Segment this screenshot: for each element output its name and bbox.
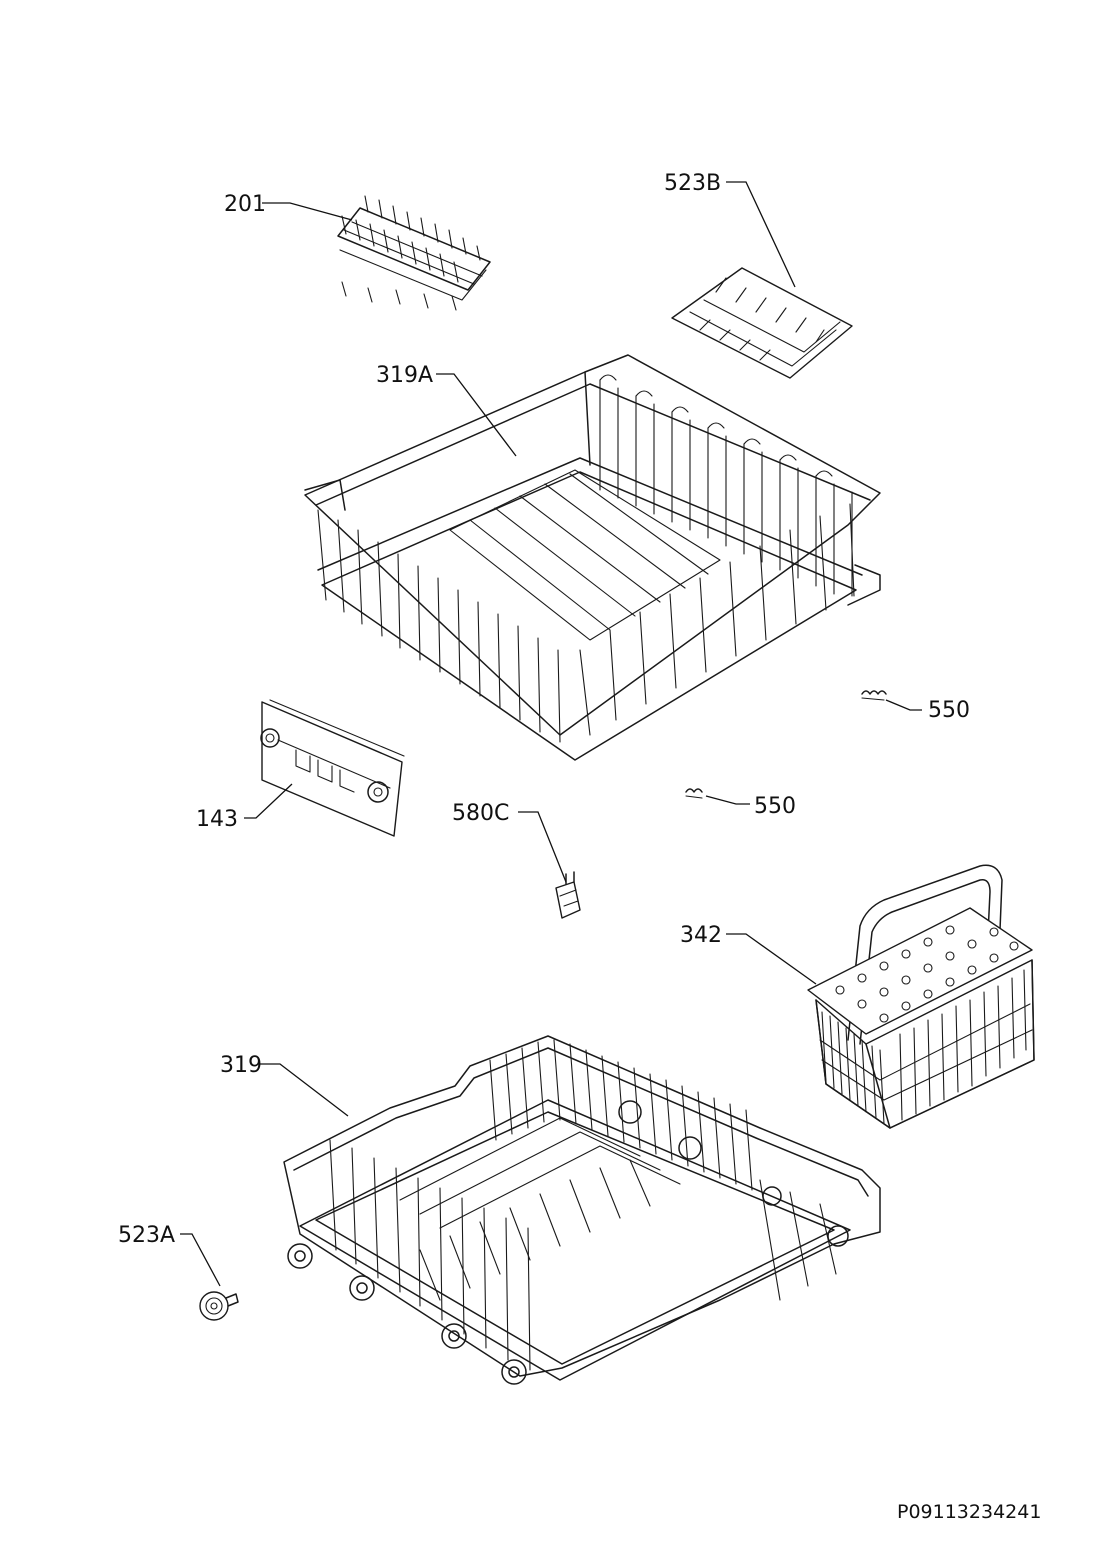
- part-319-lower-basket[interactable]: [283, 1035, 881, 1385]
- part-number-550-lower: 550: [754, 794, 796, 819]
- label-550-upper: 550: [885, 698, 970, 723]
- label-319: 319: [220, 1053, 349, 1117]
- part-550-clip-lower[interactable]: [685, 788, 703, 799]
- part-342-cutlery-basket[interactable]: [807, 864, 1035, 1129]
- document-code: P09113234241: [897, 1501, 1041, 1523]
- part-number-580C: 580C: [452, 801, 509, 826]
- label-143: 143: [196, 783, 293, 832]
- part-201-tine-insert[interactable]: [337, 195, 491, 311]
- label-550-lower: 550: [705, 794, 796, 819]
- part-number-143: 143: [196, 807, 238, 832]
- part-number-523A: 523A: [118, 1223, 175, 1248]
- part-number-550-upper: 550: [928, 698, 970, 723]
- part-580C-clip[interactable]: [555, 871, 581, 919]
- part-number-319: 319: [220, 1053, 262, 1078]
- label-319A: 319A: [376, 363, 517, 457]
- part-number-523B: 523B: [664, 171, 721, 196]
- label-523B: 523B: [664, 171, 796, 288]
- part-319A-upper-basket[interactable]: [304, 354, 881, 761]
- part-number-319A: 319A: [376, 363, 433, 388]
- label-580C: 580C: [452, 801, 567, 883]
- label-342: 342: [680, 923, 817, 985]
- label-201: 201: [224, 192, 353, 221]
- part-550-clip-upper[interactable]: [861, 690, 887, 701]
- part-523B-cup-shelf[interactable]: [671, 267, 853, 379]
- part-143-height-adjuster[interactable]: [260, 699, 405, 837]
- label-523A: 523A: [118, 1223, 221, 1287]
- part-number-201: 201: [224, 192, 266, 217]
- part-523A-wheel[interactable]: [199, 1291, 239, 1321]
- part-number-342: 342: [680, 923, 722, 948]
